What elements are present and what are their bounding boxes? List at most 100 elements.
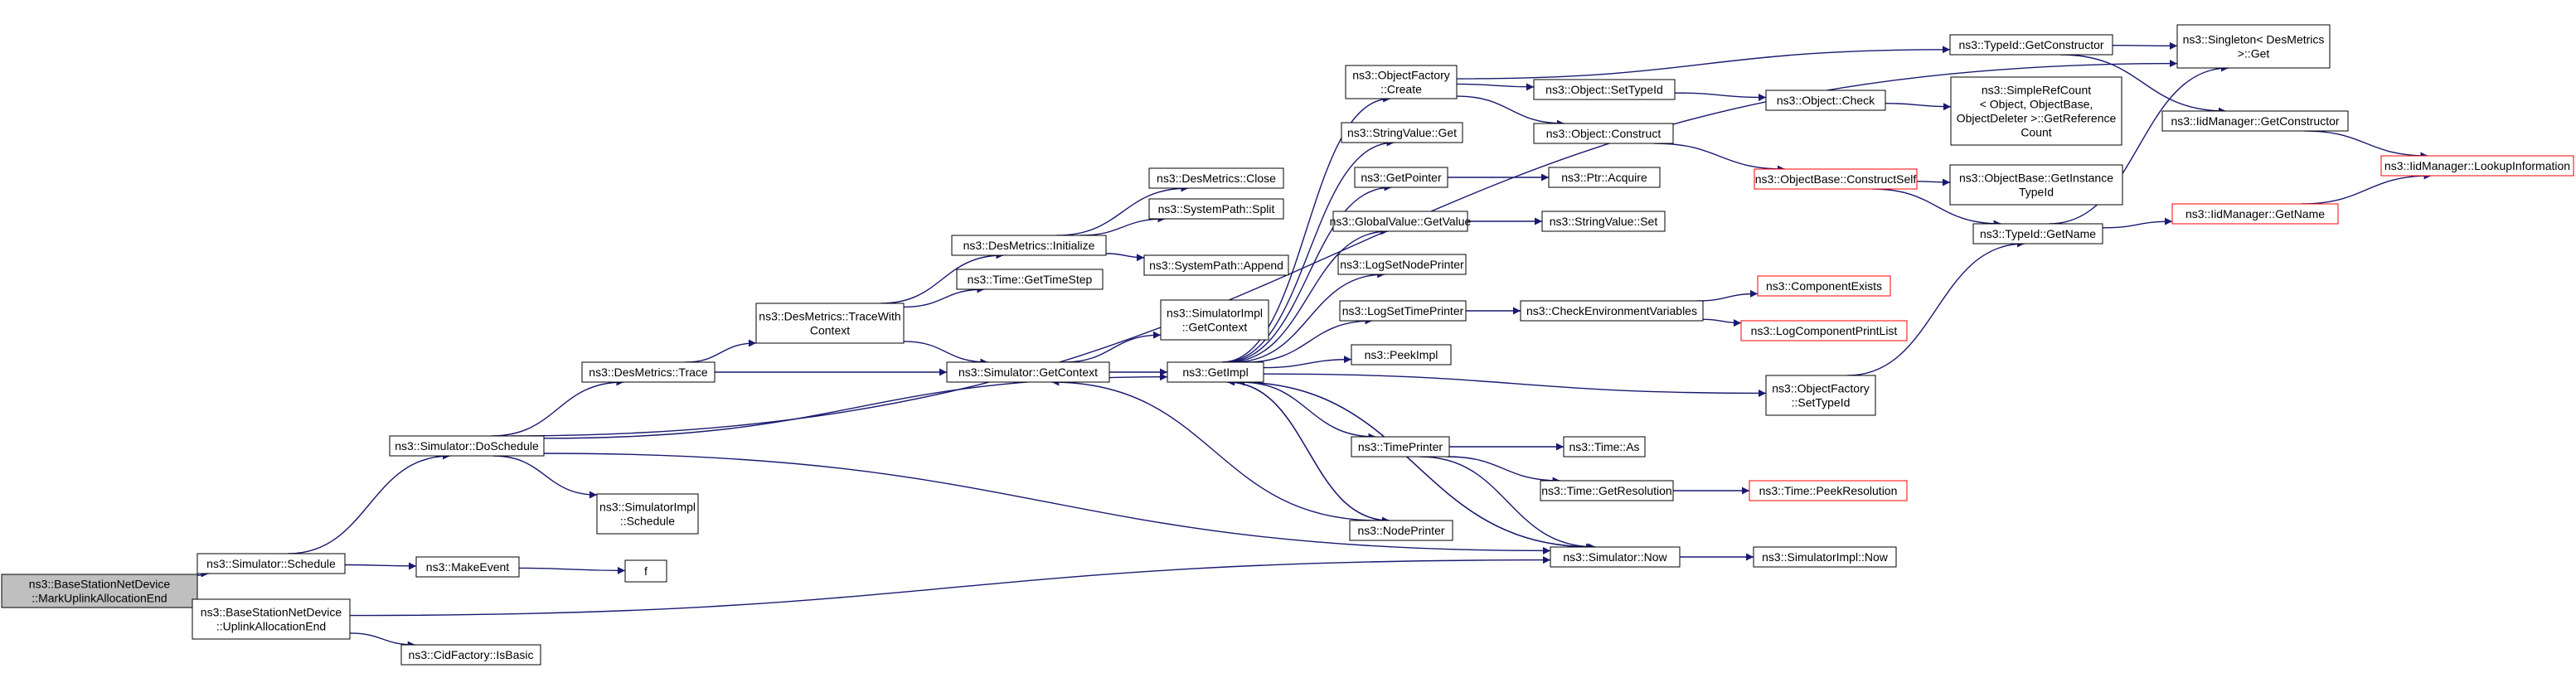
node-iidgetconstructor[interactable]: ns3::IidManager::GetConstructor bbox=[2161, 110, 2349, 132]
node-label-simplerefcount-0: ns3::SimpleRefCount bbox=[1982, 84, 2091, 97]
node-typeidgetname[interactable]: ns3::TypeId::GetName bbox=[1972, 223, 2103, 245]
node-getimpl[interactable]: ns3::GetImpl bbox=[1167, 361, 1264, 383]
node-simnow[interactable]: ns3::Simulator::Now bbox=[1550, 546, 1681, 568]
node-timeas[interactable]: ns3::Time::As bbox=[1563, 436, 1646, 458]
node-componentexists[interactable]: ns3::ComponentExists bbox=[1757, 275, 1891, 297]
node-typeidgetconstructor[interactable]: ns3::TypeId::GetConstructor bbox=[1949, 34, 2113, 56]
node-label-getinstancetypeid-0: ns3::ObjectBase::GetInstance bbox=[1959, 172, 2113, 185]
node-box-ofcreate bbox=[1345, 65, 1458, 99]
node-ofsettypeid[interactable]: ns3::ObjectFactory::SetTypeId bbox=[1765, 375, 1876, 416]
edge-desinit-to-desclose bbox=[1056, 184, 1189, 236]
node-timeprinter[interactable]: ns3::TimePrinter bbox=[1351, 436, 1450, 458]
node-peekimpl[interactable]: ns3::PeekImpl bbox=[1351, 344, 1452, 366]
node-logsetnodeprinter[interactable]: ns3::LogSetNodePrinter bbox=[1337, 254, 1467, 275]
node-uplinkend[interactable]: ns3::BaseStationNetDevice::UplinkAllocat… bbox=[192, 598, 351, 640]
edge-getimpl-to-svget bbox=[1223, 138, 1395, 363]
node-getpointer[interactable]: ns3::GetPointer bbox=[1354, 167, 1448, 188]
node-ptracquire[interactable]: ns3::Ptr::Acquire bbox=[1548, 167, 1661, 188]
edge-getimpl-to-logsetnodeprinter bbox=[1232, 270, 1385, 363]
node-split[interactable]: ns3::SystemPath::Split bbox=[1148, 198, 1284, 220]
edge-objcheck-to-simplerefcount bbox=[1885, 102, 1952, 111]
node-objcheck[interactable]: ns3::Object::Check bbox=[1765, 90, 1886, 111]
node-logsettimeprinter[interactable]: ns3::LogSetTimePrinter bbox=[1339, 300, 1467, 322]
edge-constructself-to-typeidgetname bbox=[1872, 188, 2001, 228]
edge-getimpl-to-timeprinter bbox=[1239, 381, 1376, 441]
node-getresolution[interactable]: ns3::Time::GetResolution bbox=[1540, 480, 1674, 501]
edge-getimpl-to-getpointer bbox=[1225, 183, 1392, 363]
node-box-tracewith bbox=[755, 303, 905, 344]
node-append[interactable]: ns3::SystemPath::Append bbox=[1143, 254, 1289, 276]
node-box-timeprinter bbox=[1351, 436, 1450, 458]
node-label-tracewith-0: ns3::DesMetrics::TraceWith bbox=[759, 310, 900, 323]
node-label-typeidgetname-0: ns3::TypeId::GetName bbox=[1980, 227, 2096, 240]
node-checkenv[interactable]: ns3::CheckEnvironmentVariables bbox=[1520, 300, 1704, 322]
node-ofcreate[interactable]: ns3::ObjectFactory::Create bbox=[1345, 65, 1458, 99]
node-box-simplerefcount bbox=[1950, 76, 2122, 146]
node-simimplschedule[interactable]: ns3::SimulatorImpl::Schedule bbox=[596, 493, 699, 535]
node-simplerefcount[interactable]: ns3::SimpleRefCount< Object, ObjectBase,… bbox=[1950, 76, 2122, 146]
node-svget[interactable]: ns3::StringValue::Get bbox=[1341, 122, 1463, 143]
node-label-append-0: ns3::SystemPath::Append bbox=[1149, 259, 1283, 272]
node-label-implgetcontext-0: ns3::SimulatorImpl bbox=[1167, 307, 1263, 320]
node-f[interactable]: f bbox=[624, 559, 667, 583]
node-box-iidgetconstructor bbox=[2161, 110, 2349, 132]
edge-getimpl-to-gvgetvalue bbox=[1227, 227, 1389, 363]
node-label-simplerefcount-1: < Object, ObjectBase, bbox=[1980, 98, 2093, 111]
node-lookupinformation[interactable]: ns3::IidManager::LookupInformation bbox=[2380, 155, 2574, 177]
node-box-destrace bbox=[581, 361, 716, 383]
edge-ofsettypeid-to-typeidgetname bbox=[1847, 240, 2025, 376]
node-box-implnow bbox=[1753, 546, 1897, 568]
node-label-objsettypeid-0: ns3::Object::SetTypeId bbox=[1545, 83, 1663, 96]
node-box-logsettimeprinter bbox=[1339, 300, 1467, 322]
node-box-implgetcontext bbox=[1160, 299, 1269, 341]
node-label-split-0: ns3::SystemPath::Split bbox=[1158, 202, 1275, 215]
node-destrace[interactable]: ns3::DesMetrics::Trace bbox=[581, 361, 716, 383]
node-peekresolution[interactable]: ns3::Time::PeekResolution bbox=[1749, 480, 1908, 501]
call-nodes: ns3::BaseStationNetDevice::MarkUplinkAll… bbox=[1, 24, 2574, 666]
edge-tracewith-to-getcontext bbox=[903, 341, 988, 366]
node-label-simplerefcount-2: ObjectDeleter >::GetReference bbox=[1957, 112, 2117, 125]
edge-ofcreate-to-objsettypeid bbox=[1456, 83, 1535, 91]
node-objconstruct[interactable]: ns3::Object::Construct bbox=[1533, 123, 1674, 144]
node-makeevent[interactable]: ns3::MakeEvent bbox=[415, 556, 520, 578]
node-constructself[interactable]: ns3::ObjectBase::ConstructSelf bbox=[1754, 168, 1918, 190]
node-nodeprinter[interactable]: ns3::NodePrinter bbox=[1349, 520, 1453, 541]
node-label-f-0: f bbox=[644, 564, 648, 578]
edge-ofcreate-to-typeidgetconstructor bbox=[1456, 46, 1951, 80]
node-box-svget bbox=[1341, 122, 1463, 143]
node-root[interactable]: ns3::BaseStationNetDevice::MarkUplinkAll… bbox=[1, 574, 198, 608]
node-box-gvgetvalue bbox=[1332, 211, 1468, 232]
node-label-getinstancetypeid-1: TypeId bbox=[2019, 186, 2054, 199]
node-label-simnow-0: ns3::Simulator::Now bbox=[1563, 550, 1667, 564]
node-desclose[interactable]: ns3::DesMetrics::Close bbox=[1148, 167, 1284, 189]
node-schedule[interactable]: ns3::Simulator::Schedule bbox=[196, 553, 346, 574]
node-label-peekresolution-0: ns3::Time::PeekResolution bbox=[1759, 484, 1898, 497]
node-box-logsetnodeprinter bbox=[1337, 254, 1467, 275]
node-implnow[interactable]: ns3::SimulatorImpl::Now bbox=[1753, 546, 1897, 568]
node-label-getimpl-0: ns3::GetImpl bbox=[1182, 366, 1248, 379]
edge-getimpl-to-ofcreate bbox=[1221, 94, 1391, 363]
node-doschedule[interactable]: ns3::Simulator::DoSchedule bbox=[389, 435, 545, 457]
node-label-implnow-0: ns3::SimulatorImpl::Now bbox=[1762, 550, 1889, 564]
edge-schedule-to-doschedule bbox=[287, 452, 451, 554]
edge-desinit-to-append bbox=[1105, 253, 1145, 262]
node-iidgetname[interactable]: ns3::IidManager::GetName bbox=[2171, 203, 2339, 225]
node-box-f bbox=[624, 559, 667, 583]
node-singletonget[interactable]: ns3::Singleton< DesMetrics>::Get bbox=[2176, 24, 2331, 69]
node-label-uplinkend-0: ns3::BaseStationNetDevice bbox=[201, 606, 342, 619]
node-box-simimplschedule bbox=[596, 493, 699, 535]
node-objsettypeid[interactable]: ns3::Object::SetTypeId bbox=[1533, 79, 1676, 100]
node-label-getpointer-0: ns3::GetPointer bbox=[1361, 171, 1442, 184]
node-gettimestep[interactable]: ns3::Time::GetTimeStep bbox=[956, 269, 1104, 290]
node-logcomponentprintlist[interactable]: ns3::LogComponentPrintList bbox=[1740, 320, 1908, 341]
edge-uplinkend-to-isbasic bbox=[349, 632, 415, 649]
node-label-nodeprinter-0: ns3::NodePrinter bbox=[1357, 524, 1444, 537]
node-isbasic[interactable]: ns3::CidFactory::IsBasic bbox=[400, 644, 541, 666]
node-implgetcontext[interactable]: ns3::SimulatorImpl::GetContext bbox=[1160, 299, 1269, 341]
node-desinit[interactable]: ns3::DesMetrics::Initialize bbox=[951, 235, 1107, 256]
node-getcontext[interactable]: ns3::Simulator::GetContext bbox=[946, 361, 1110, 383]
node-svset[interactable]: ns3::StringValue::Set bbox=[1541, 211, 1666, 232]
node-gvgetvalue[interactable]: ns3::GlobalValue::GetValue bbox=[1330, 211, 1472, 232]
